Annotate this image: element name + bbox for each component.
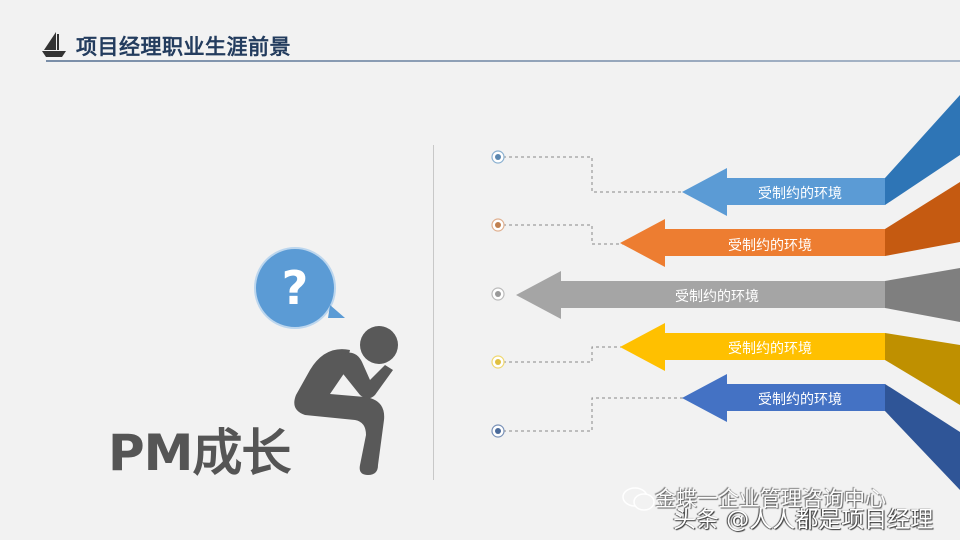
sailboat-icon — [42, 32, 66, 57]
title-underline — [46, 60, 960, 62]
arrow-2 — [620, 182, 960, 267]
arrow-4 — [620, 323, 960, 405]
watermark-line-2: 头条 @人人都是项目经理 — [673, 507, 934, 533]
bullet-dots — [491, 150, 505, 438]
arrow-1 — [682, 95, 960, 216]
arrow-3-label: 受制约的环境 — [675, 289, 759, 305]
header: 项目经理职业生涯前景 — [0, 0, 960, 70]
pm-growth-headline: PM成长 — [108, 424, 291, 482]
question-bubble-icon: ? — [254, 247, 345, 329]
arrow-2-label: 受制约的环境 — [728, 238, 812, 254]
watermark-line-1: 金蝶一企业管理咨询中心 — [655, 487, 886, 511]
connector-lines — [503, 156, 685, 432]
arrow-1-label: 受制约的环境 — [758, 186, 842, 202]
page-title: 项目经理职业生涯前景 — [76, 35, 291, 59]
divider-line — [433, 145, 434, 480]
svg-text:?: ? — [282, 261, 309, 315]
thinking-person-icon — [294, 326, 398, 475]
arrow-3 — [516, 268, 960, 322]
wechat-icon — [622, 487, 655, 511]
arrow-5-label: 受制约的环境 — [758, 392, 842, 408]
arrow-5 — [682, 374, 960, 490]
arrow-4-label: 受制约的环境 — [728, 341, 812, 357]
